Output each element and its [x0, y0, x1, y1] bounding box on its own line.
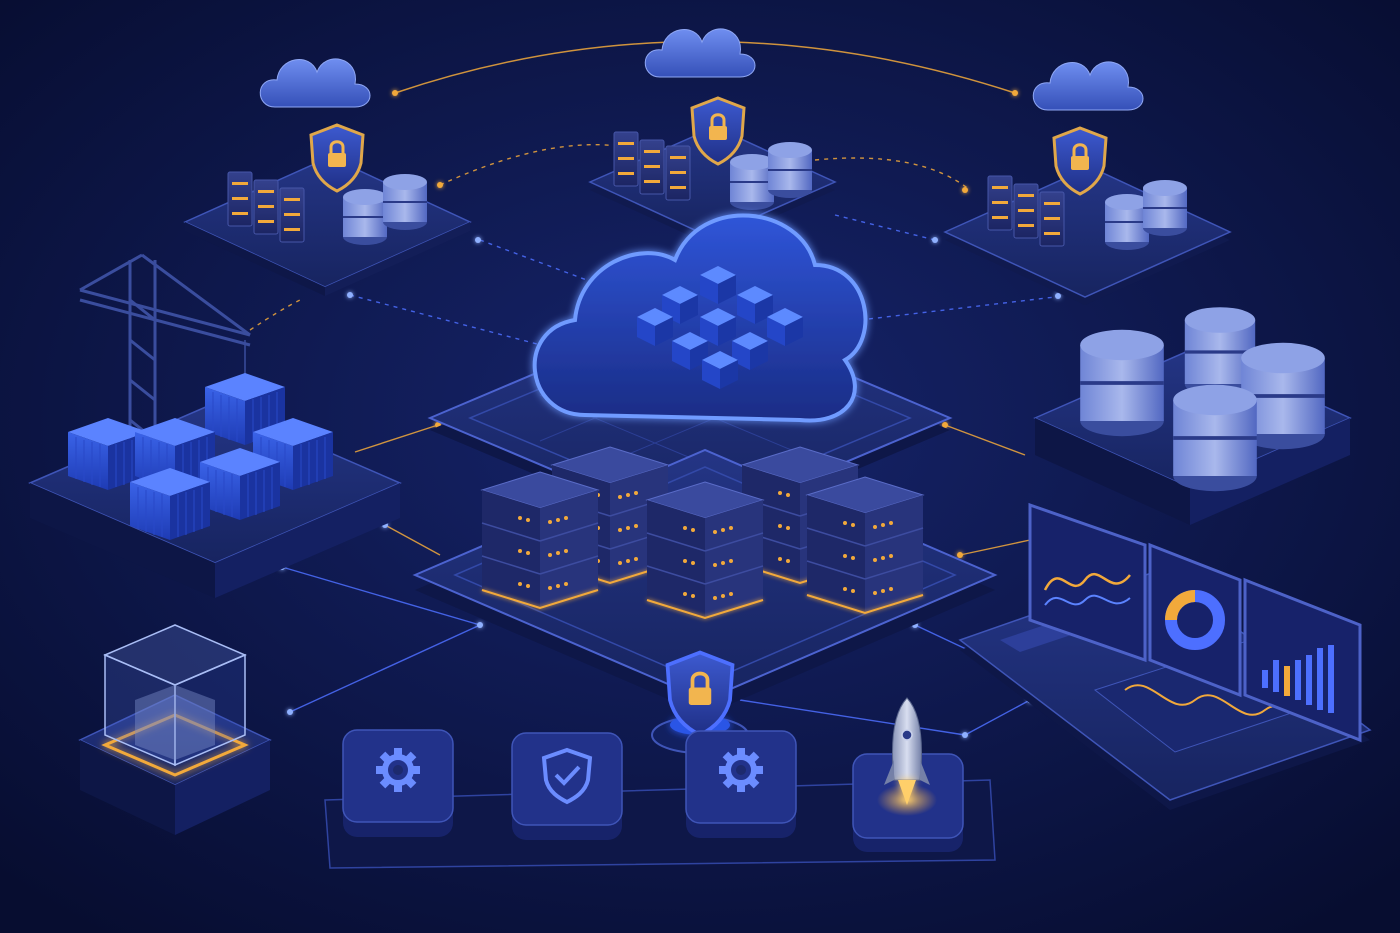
transparent-cube-icon [103, 624, 247, 767]
database-cluster-node[interactable] [1033, 305, 1352, 525]
donut-chart-icon [1165, 590, 1225, 650]
crane-icon [79, 253, 251, 442]
pipeline-stage-build[interactable] [342, 729, 454, 837]
analytics-dashboard-node[interactable] [958, 502, 1372, 810]
pipeline-stage-verify[interactable] [511, 732, 623, 840]
line-chart-icon [1043, 572, 1131, 606]
package-artifact-node[interactable] [78, 624, 272, 835]
shield-check-icon [541, 747, 593, 805]
padlock-shield-icon [665, 650, 735, 738]
gear-icon [719, 748, 763, 792]
gear-icon [376, 748, 420, 792]
cloud-security-node-center[interactable] [588, 28, 837, 245]
container-yard-node[interactable] [28, 253, 402, 598]
pipeline-stage-deploy[interactable] [852, 697, 964, 852]
monitor-icon [1028, 502, 1362, 743]
bar-chart-icon [1262, 645, 1334, 713]
server-cluster-node[interactable] [412, 447, 998, 715]
cloud-security-node-right[interactable] [943, 61, 1232, 305]
pipeline-stage-configure[interactable] [685, 730, 797, 838]
rocket-icon [884, 697, 930, 805]
cloud-security-node-left[interactable] [183, 58, 472, 296]
cloud-icon [532, 213, 868, 423]
